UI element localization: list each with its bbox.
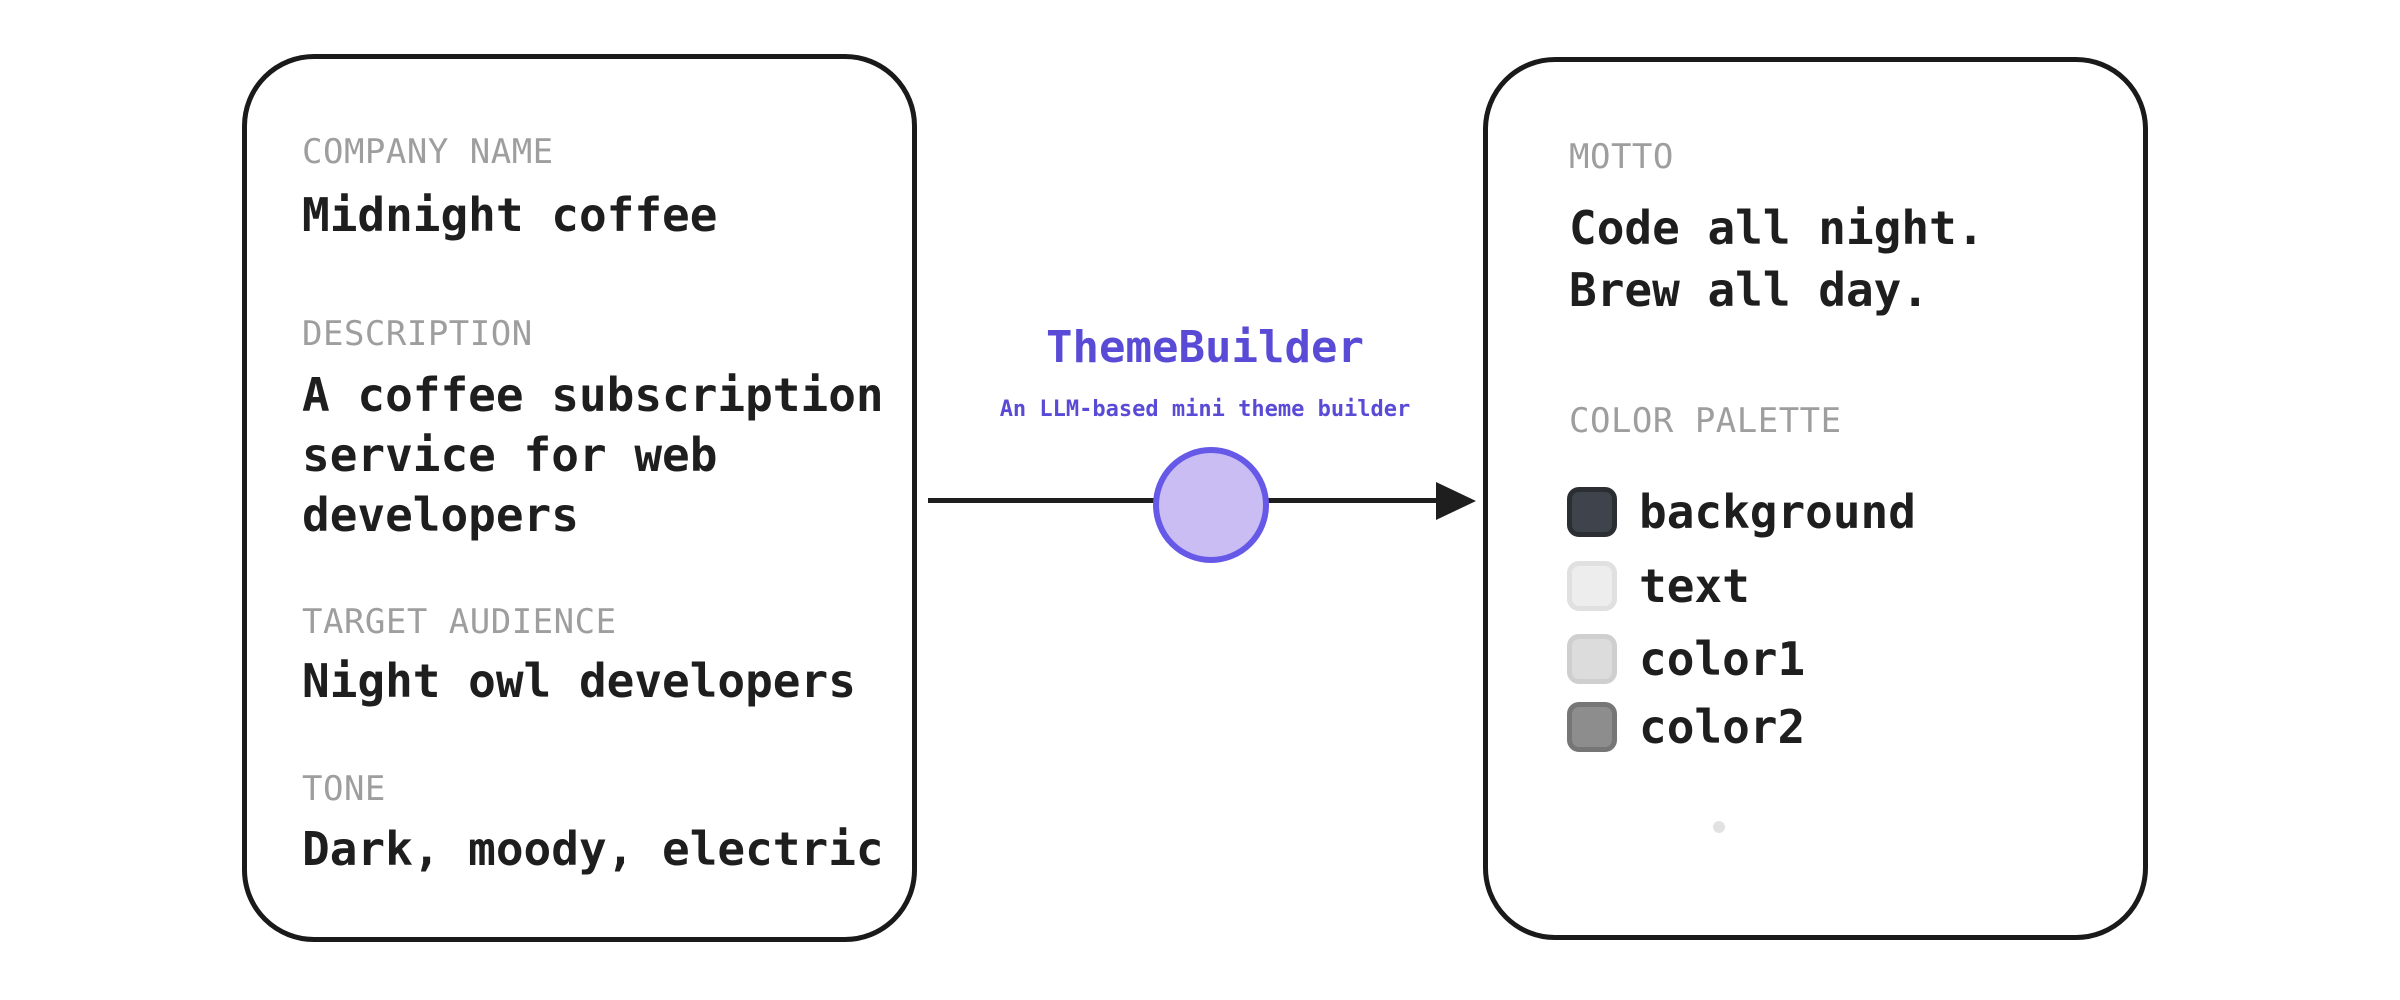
company-name-label: COMPANY NAME <box>302 132 554 172</box>
color2-swatch-icon <box>1567 702 1617 752</box>
motto-label: MOTTO <box>1569 137 1674 177</box>
color1-swatch-icon <box>1567 634 1617 684</box>
palette-name-background: background <box>1639 485 1916 539</box>
description-line-3: developers <box>302 488 579 542</box>
color-palette-label: COLOR PALETTE <box>1569 401 1842 441</box>
tone-label: TONE <box>302 769 386 809</box>
target-audience-value: Night owl developers <box>302 654 856 708</box>
input-card: COMPANY NAME Midnight coffee DESCRIPTION… <box>242 54 917 942</box>
motto-line-2: Brew all day. <box>1569 263 1930 317</box>
palette-name-color1: color1 <box>1639 632 1806 686</box>
target-audience-label: TARGET AUDIENCE <box>302 602 617 642</box>
company-name-value: Midnight coffee <box>302 188 718 242</box>
description-line-1: A coffee subscription <box>302 368 884 422</box>
description-label: DESCRIPTION <box>302 314 533 354</box>
palette-name-text: text <box>1639 559 1750 613</box>
palette-row-color1: color1 <box>1567 631 1805 687</box>
tone-value: Dark, moody, electric <box>302 822 884 876</box>
palette-name-color2: color2 <box>1639 700 1806 754</box>
palette-row-background: background <box>1567 484 1916 540</box>
palette-row-color2: color2 <box>1567 699 1805 755</box>
description-line-2: service for web <box>302 428 718 482</box>
palette-row-text: text <box>1567 558 1750 614</box>
theme-builder-subtitle: An LLM-based mini theme builder <box>999 397 1411 422</box>
flow-arrow-head-icon <box>1436 482 1476 520</box>
background-swatch-icon <box>1567 487 1617 537</box>
text-swatch-icon <box>1567 561 1617 611</box>
motto-line-1: Code all night. <box>1569 201 1985 255</box>
theme-builder-title: ThemeBuilder <box>1046 322 1364 373</box>
output-card: MOTTO Code all night. Brew all day. COLO… <box>1483 57 2148 940</box>
stray-dot <box>1713 821 1725 833</box>
processor-node-icon <box>1153 447 1269 563</box>
